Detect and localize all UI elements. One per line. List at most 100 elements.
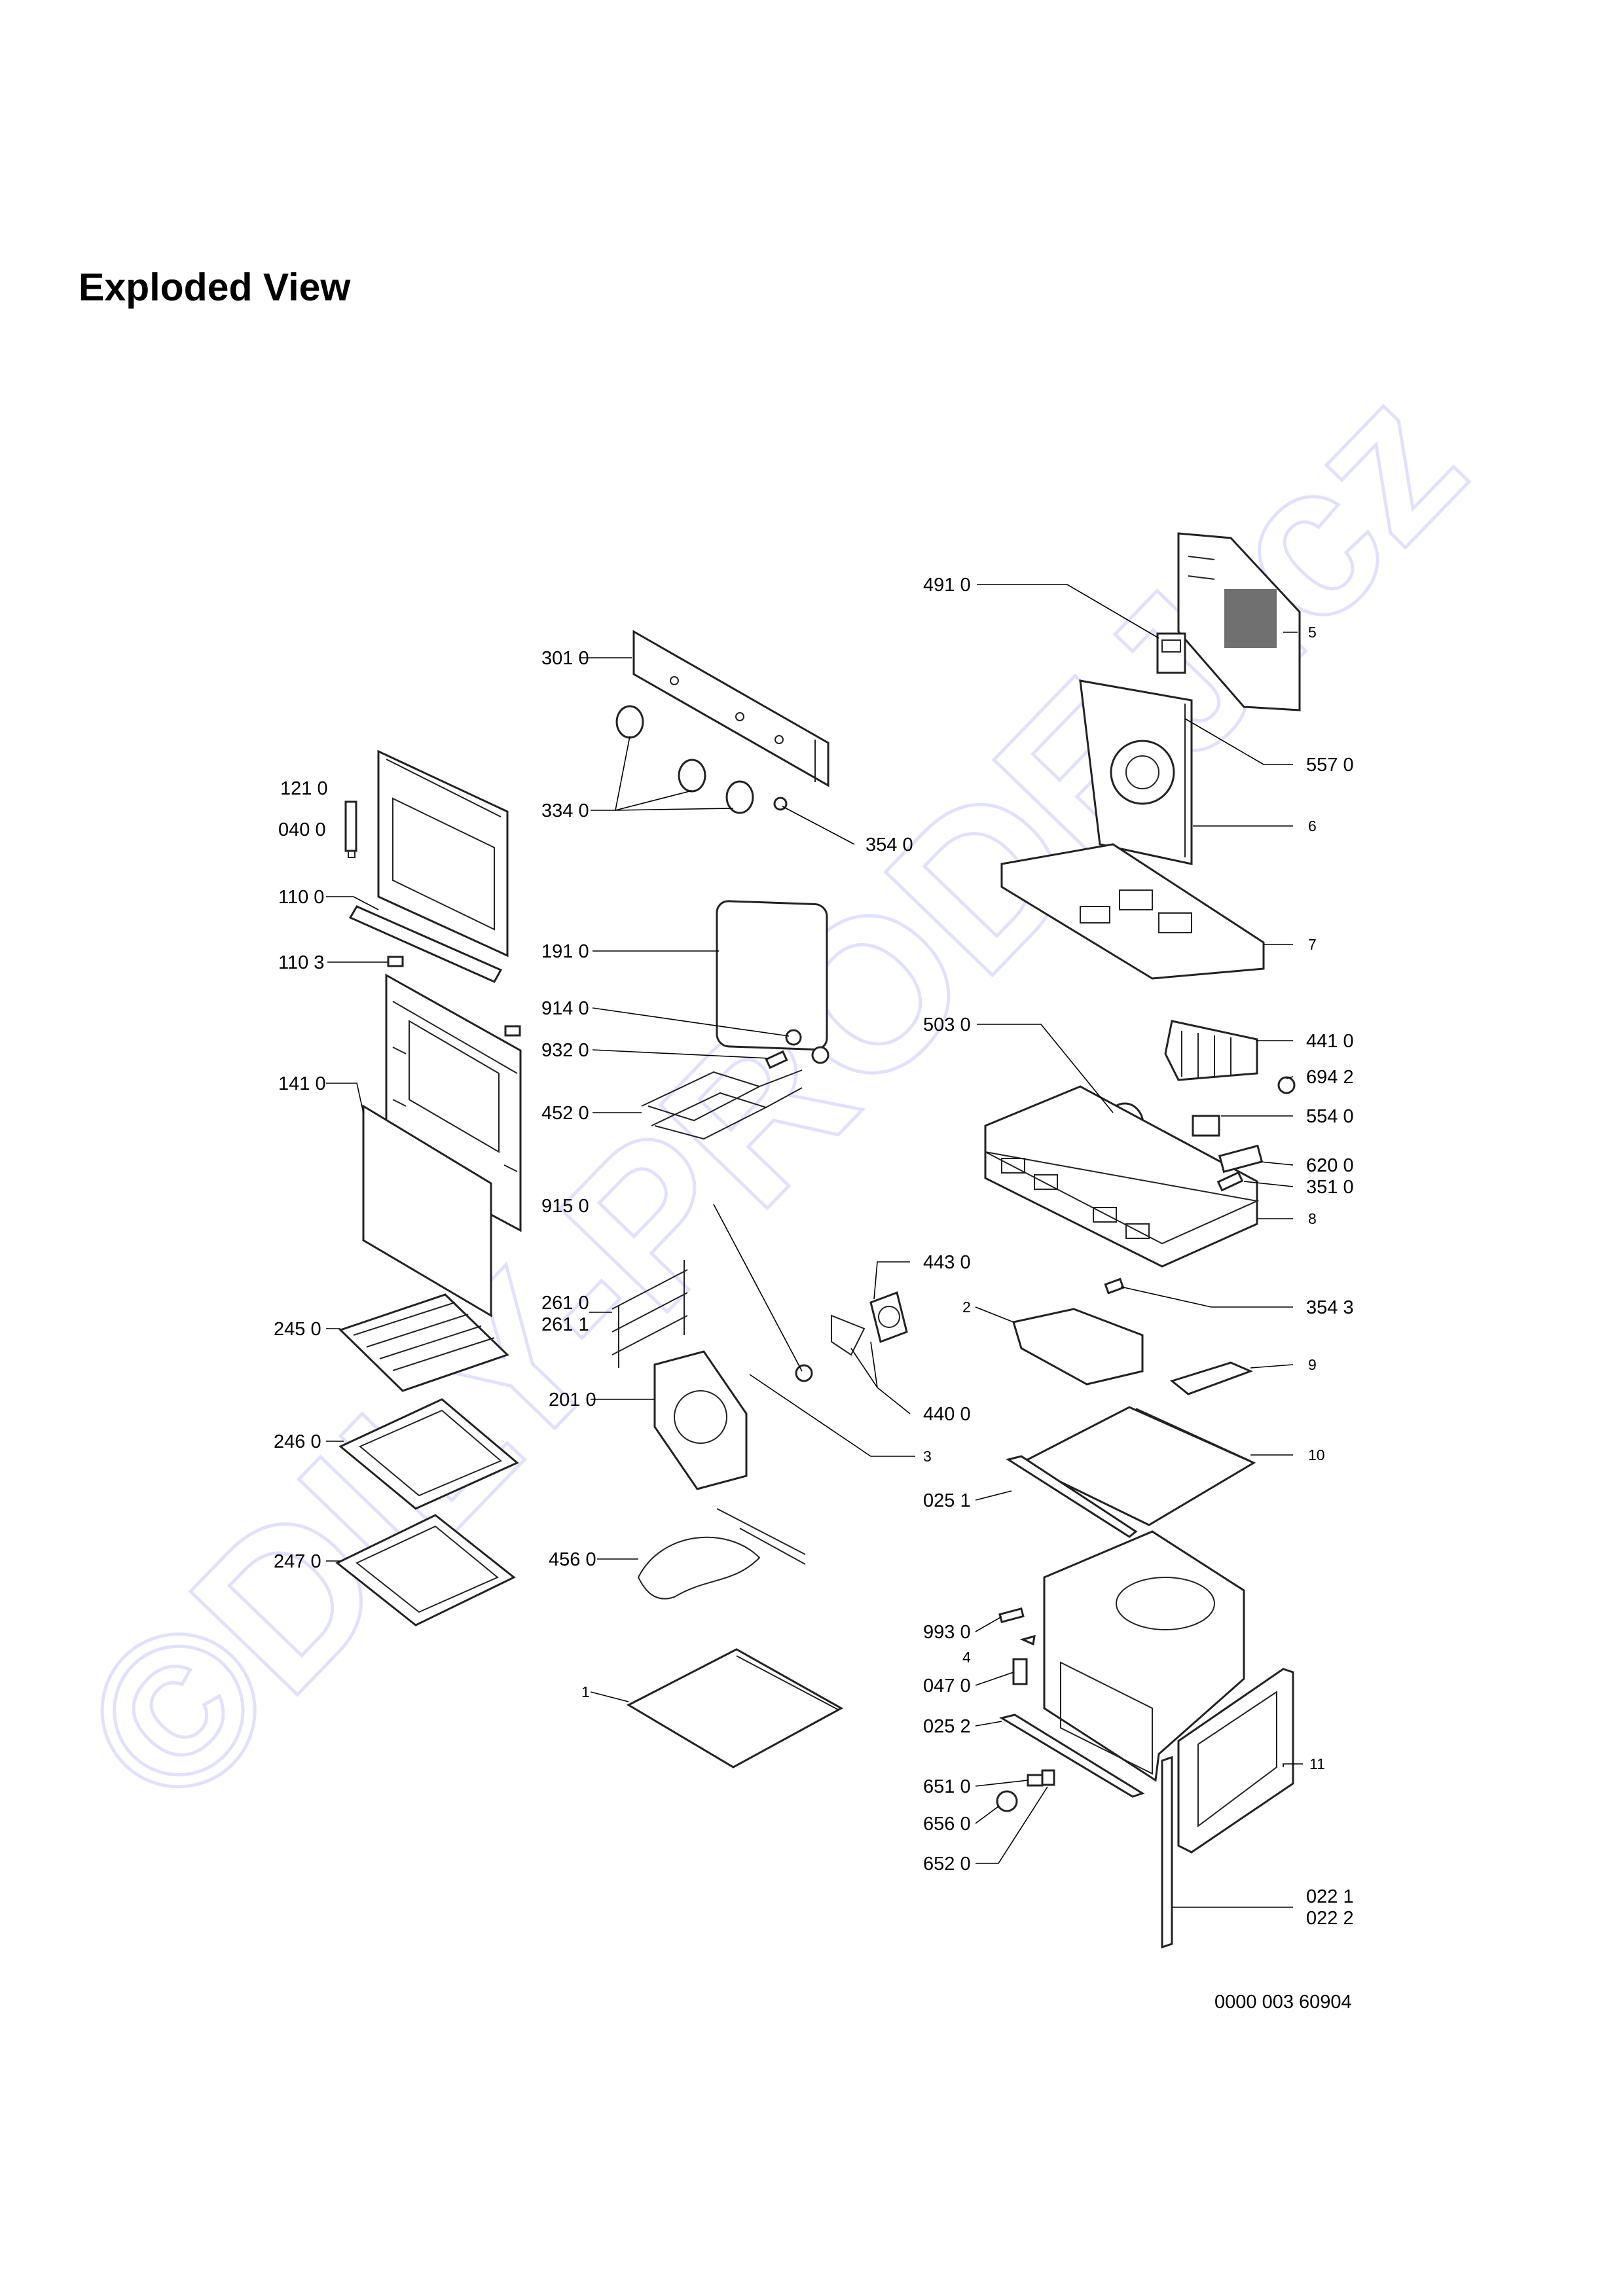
part-3543-washer [1104, 1278, 1125, 1295]
part-4400-fan-blade [795, 1314, 866, 1382]
part-1-bottom-plate [626, 1648, 844, 1768]
label-9320: 932 0 [541, 1040, 589, 1061]
label-4520: 452 0 [541, 1103, 589, 1124]
label-3540: 354 0 [866, 834, 913, 855]
part-4-clip [1019, 1634, 1036, 1646]
part-1103-cap-right [504, 1025, 521, 1037]
label-4560: 456 0 [549, 1549, 596, 1570]
label-2010: 201 0 [549, 1390, 596, 1410]
part-10-base-plate [1019, 1406, 1256, 1526]
label-1410: 141 0 [278, 1073, 326, 1094]
label-1100: 110 0 [278, 887, 324, 908]
label-4: 4 [962, 1649, 971, 1666]
part-4910-thermostat [1156, 632, 1186, 674]
label-1910: 191 0 [541, 941, 589, 962]
part-9140-lamp-cover [785, 1029, 802, 1046]
label-5540: 554 0 [1306, 1106, 1354, 1127]
label-1210: 121 0 [280, 778, 328, 799]
label-0251: 025 1 [923, 1490, 971, 1511]
part-3010-control-panel [632, 630, 830, 787]
label-11: 11 [1309, 1755, 1325, 1772]
part-6510-stem [1027, 1774, 1044, 1787]
label-5: 5 [1308, 624, 1317, 641]
part-3340-knobs [615, 705, 754, 814]
label-3543: 354 3 [1306, 1297, 1354, 1318]
part-7-top-plate [1000, 843, 1265, 980]
label-1103: 110 3 [278, 952, 324, 973]
part-2-bracket [1012, 1308, 1144, 1386]
part-1103-cap [387, 956, 404, 967]
part-2610-side-rails [611, 1260, 688, 1368]
part-3510-sensor [1216, 1171, 1244, 1192]
part-0251-rail [1006, 1455, 1138, 1538]
part-1100-handle [348, 905, 503, 983]
label-2460: 246 0 [274, 1431, 321, 1452]
label-2: 2 [962, 1299, 971, 1316]
label-4400: 440 0 [923, 1404, 971, 1425]
page-title: Exploded View [79, 266, 351, 309]
label-6200: 620 0 [1306, 1155, 1354, 1176]
part-1910-oven-glass [716, 900, 828, 1050]
label-0252: 025 2 [923, 1716, 971, 1737]
label-1: 1 [581, 1683, 590, 1700]
label-6560: 656 0 [923, 1814, 971, 1835]
label-10: 10 [1308, 1446, 1325, 1463]
label-5570: 557 0 [1306, 755, 1354, 776]
label-6: 6 [1308, 817, 1317, 834]
part-6200-terminal [1218, 1144, 1264, 1174]
label-3340: 334 0 [541, 800, 589, 821]
part-2450-wire-rack [338, 1293, 509, 1392]
label-0470: 047 0 [923, 1676, 971, 1696]
part-oven-cavity [1043, 1530, 1245, 1782]
part-6560-knob [996, 1790, 1018, 1812]
label-0400: 040 0 [278, 819, 326, 840]
part-9-plate [1169, 1361, 1254, 1395]
label-3010: 301 0 [541, 648, 589, 669]
part-5-rear-cover [1177, 532, 1301, 711]
label-4910: 491 0 [923, 575, 971, 596]
label-9140: 914 0 [541, 998, 589, 1019]
label-9: 9 [1308, 1356, 1317, 1373]
label-3: 3 [923, 1448, 932, 1465]
label-4410: 441 0 [1306, 1031, 1354, 1052]
label-9930: 993 0 [923, 1622, 971, 1643]
part-1210-door-frame [377, 749, 509, 958]
label-9150: 915 0 [541, 1196, 589, 1217]
part-4520-grill-element [641, 1069, 803, 1140]
label-6510: 651 0 [923, 1776, 971, 1797]
label-7: 7 [1308, 936, 1317, 953]
part-9320-lamp-holder [765, 1046, 830, 1069]
watermark: ©DILY-PRODEJ.cz [36, 340, 1508, 1852]
part-4560-bottom-element [637, 1508, 806, 1600]
part-6942-connector [1277, 1076, 1296, 1094]
part-4410-tangential-fan [1164, 1020, 1258, 1081]
part-1410-inner-glass [362, 1104, 492, 1318]
part-labels: 491 0 5 301 0 557 0 121 0 334 0 6 040 0 … [274, 575, 1354, 1929]
label-4430: 443 0 [923, 1252, 971, 1273]
label-2450: 245 0 [274, 1319, 321, 1340]
label-6942: 694 2 [1306, 1067, 1354, 1088]
part-6-rear-panel [1079, 679, 1193, 865]
part-0400-hinge [344, 800, 357, 858]
part-11-front-frame [1177, 1668, 1294, 1854]
label-2610: 261 0 [541, 1293, 589, 1314]
part-5540-switch [1192, 1115, 1220, 1137]
part-4430-fan-motor [869, 1291, 908, 1343]
part-9930-screw [998, 1607, 1025, 1624]
label-5030: 503 0 [923, 1014, 971, 1035]
label-6520: 652 0 [923, 1854, 971, 1874]
part-0470-bracket [1012, 1658, 1028, 1685]
label-2611: 261 1 [541, 1314, 589, 1335]
leader-lines [326, 584, 1303, 1908]
label-8: 8 [1308, 1210, 1317, 1227]
label-2470: 247 0 [274, 1551, 321, 1572]
drawing-number: 0000 003 60904 [1214, 1992, 1352, 2013]
part-2010-fan-cover [653, 1350, 748, 1490]
part-6520-spring [1041, 1769, 1055, 1786]
part-2460-baking-tray [338, 1398, 519, 1510]
label-0222: 022 2 [1306, 1908, 1354, 1929]
label-0221: 022 1 [1306, 1886, 1354, 1907]
part-2470-deep-tray [335, 1514, 516, 1626]
part-0221-side-strip [1161, 1755, 1173, 1949]
